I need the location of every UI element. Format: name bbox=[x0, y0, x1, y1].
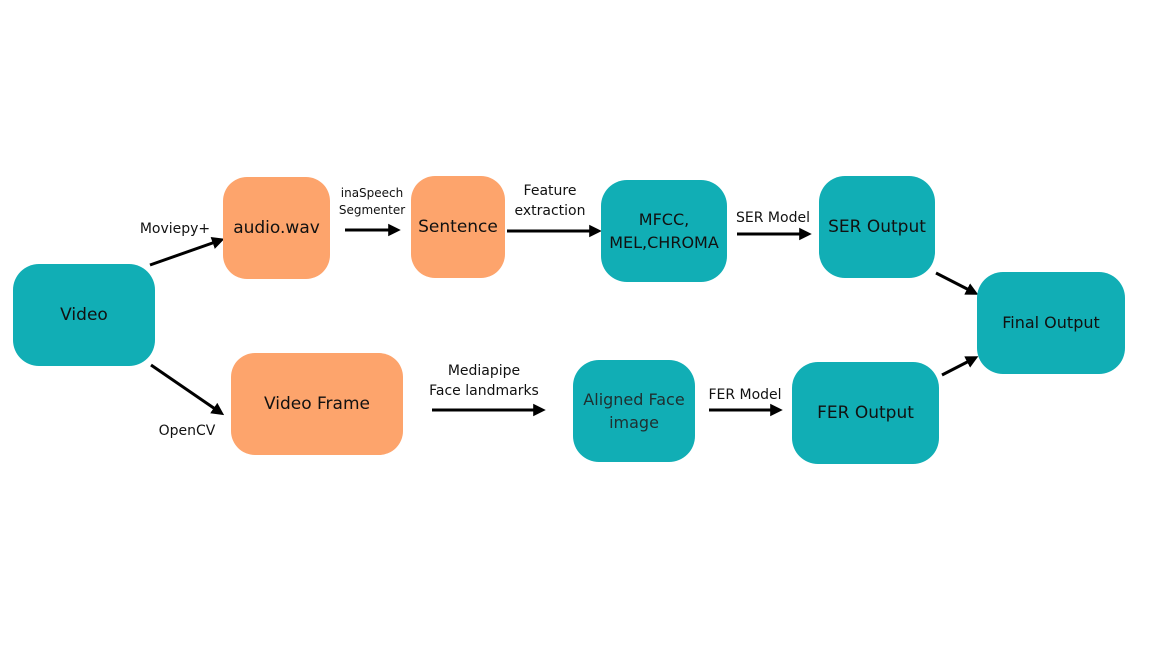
edge-label-feature-line2: extraction bbox=[514, 203, 586, 220]
node-mfcc-mel-chroma: MFCC, MEL,CHROMA bbox=[601, 180, 727, 282]
edge-label-feature-extraction: Feature extraction bbox=[505, 181, 595, 222]
edge-label-mediapipe: Mediapipe Face landmarks bbox=[418, 361, 550, 402]
node-aligned-face-image: Aligned Face image bbox=[573, 360, 695, 462]
node-video-label: Video bbox=[60, 304, 108, 325]
node-video-frame: Video Frame bbox=[231, 353, 403, 455]
edge-label-ser-model-text: SER Model bbox=[736, 210, 810, 226]
node-final-output-label: Final Output bbox=[1002, 313, 1100, 333]
edge-label-opencv: OpenCV bbox=[147, 421, 227, 441]
node-mfcc-label-line2: MEL,CHROMA bbox=[609, 233, 719, 252]
node-ser-output-label: SER Output bbox=[828, 216, 926, 237]
arrow-ser-output-to-final bbox=[935, 271, 979, 295]
edge-label-moviepy: Moviepy+ bbox=[132, 219, 218, 239]
edge-label-moviepy-text: Moviepy+ bbox=[139, 221, 211, 237]
edge-label-mediapipe-line1: Mediapipe bbox=[447, 363, 521, 379]
arrow-video-to-audio bbox=[149, 236, 225, 267]
node-sentence-label: Sentence bbox=[418, 216, 498, 237]
node-video: Video bbox=[13, 264, 155, 366]
node-mfcc-label-line1: MFCC, bbox=[638, 209, 690, 229]
edge-label-fer-model: FER Model bbox=[700, 385, 790, 405]
node-audio-wav-label: audio.wav bbox=[233, 217, 320, 238]
edge-label-fer-model-text: FER Model bbox=[708, 387, 782, 403]
node-video-frame-label: Video Frame bbox=[263, 393, 370, 414]
arrow-fer-output-to-final bbox=[941, 356, 979, 377]
edge-label-ser-model: SER Model bbox=[728, 208, 818, 228]
edge-label-inaspeech-line2: Segmenter bbox=[338, 203, 406, 218]
node-aligned-label-line1: Aligned Face bbox=[583, 389, 685, 409]
edge-label-inaspeech-line1: inaSpeech bbox=[340, 186, 404, 200]
arrow-video-to-video-frame bbox=[150, 363, 225, 416]
node-final-output: Final Output bbox=[977, 272, 1125, 374]
edge-label-inaspeech: inaSpeech Segmenter bbox=[331, 185, 413, 220]
node-audio-wav: audio.wav bbox=[223, 177, 330, 279]
node-sentence: Sentence bbox=[411, 176, 505, 278]
edge-label-feature-line1: Feature bbox=[523, 183, 577, 199]
edge-label-opencv-text: OpenCV bbox=[158, 423, 216, 439]
node-aligned-label-line2: image bbox=[609, 413, 659, 432]
node-ser-output: SER Output bbox=[819, 176, 935, 278]
node-fer-output: FER Output bbox=[792, 362, 939, 464]
node-fer-output-label: FER Output bbox=[817, 402, 914, 423]
edge-label-mediapipe-line2: Face landmarks bbox=[429, 383, 539, 400]
